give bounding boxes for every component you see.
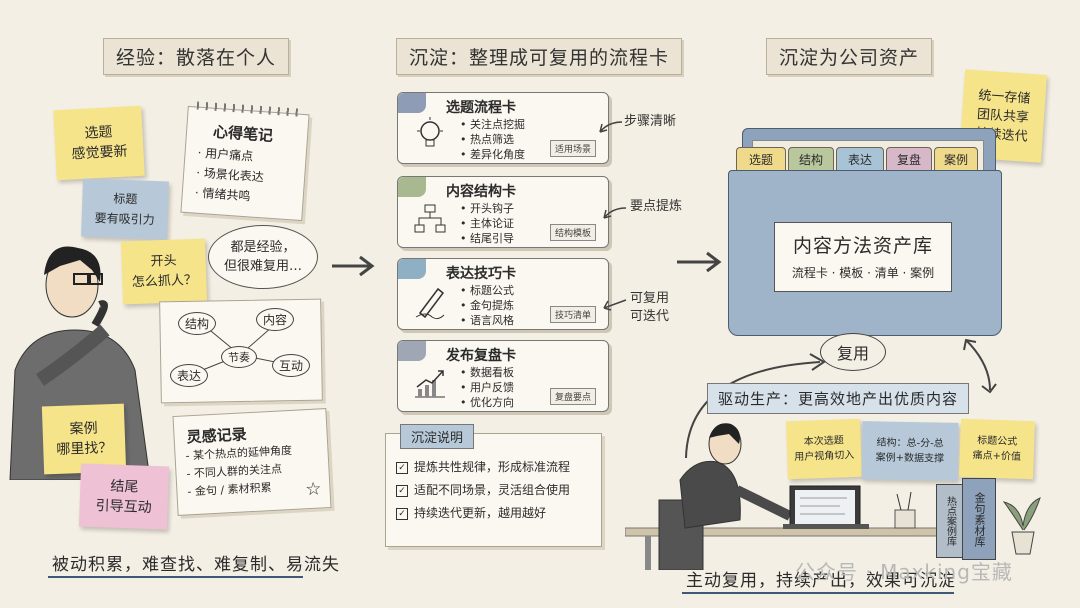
folder-label-subtitle: 流程卡 · 模板 · 清单 · 案例 [791,266,935,280]
book-hot-cases: 热点案例库 [936,484,964,558]
folder-label: 内容方法资产库 流程卡 · 模板 · 清单 · 案例 [774,222,952,292]
section-title-precipitation: 沉淀：整理成可复用的流程卡 [396,38,683,75]
book-title: 金句素材库 [973,491,986,547]
book-title: 热点案例库 [944,496,956,546]
card-title: 表达技巧卡 [446,266,516,282]
mindmap-node: 内容 [256,308,295,331]
card-title: 发布复盘卡 [446,348,516,364]
folder-tab-cases: 案例 [934,147,978,173]
thought-text: 都是经验， 但很难复用… [223,240,302,274]
sticky-ending: 结尾 引导互动 [78,463,170,530]
card-tag: 技巧清单 [549,306,596,323]
pointer-arrow-icon [599,121,623,133]
spiral-binding [196,101,301,117]
card-tab [398,177,426,197]
inspiration-notes: 灵感记录 - 某个热点的延伸角度 - 不同人群的关注点 - 金句 / 素材积累 … [172,408,332,516]
label-reusable: 可复用 可迭代 [630,291,670,324]
summary-title: 沉淀说明 [400,424,475,449]
pointer-arrow-icon [603,207,627,219]
reuse-badge: 复用 [820,333,886,371]
precipitation-summary: 沉淀说明 ✓提炼共性规律，形成标准流程 ✓适配不同场景，灵活组合使用 ✓持续迭代… [385,424,602,547]
experience-notes: 心得笔记 · 用户痛点 · 场景化表达 · 情绪共鸣 [180,101,310,222]
working-person-illustration [625,423,955,570]
left-footer: 被动积累，难查找、难复制、易流失 [52,555,340,575]
checkbox-checked-icon: ✓ [396,507,408,520]
reuse-label: 复用 [836,344,869,363]
pointer-arrow-icon [603,299,627,311]
left-footer-underline [48,576,303,578]
card-title: 内容结构卡 [446,184,516,200]
card-items: • 数据看板 • 用户反馈 • 优化方向 [460,366,514,409]
mindmap-node: 结构 [178,312,217,335]
watermark: 公众号 · Maxking宝藏 [795,560,1013,584]
card-title: 选题流程卡 [446,100,516,116]
folder-tab-structure: 结构 [788,147,834,173]
card-tab [398,341,426,361]
book-quote-library: 金句素材库 [962,478,996,560]
section-title-company-assets: 沉淀为公司资产 [766,38,933,75]
process-card-expression: 表达技巧卡 • 标题公式 • 金句提炼 • 语言风格 技巧清单 [397,258,609,330]
card-items: • 标题公式 • 金句提炼 • 语言风格 [460,284,514,327]
summary-list: ✓提炼共性规律，形成标准流程 ✓适配不同场景，灵活组合使用 ✓持续迭代更新，越用… [396,456,570,525]
mindmap-node: 互动 [272,354,311,377]
section-title-experience: 经验：散落在个人 [103,38,290,75]
flow-arrow-right-icon [332,255,375,277]
card-tab [398,93,426,113]
pen-icon [415,287,445,320]
folder-label-title: 内容方法资产库 [792,235,933,257]
folder-tab-review: 复盘 [886,147,932,173]
label-key-points: 要点提炼 [630,199,683,214]
card-items: • 开头钩子 • 主体论证 • 结尾引导 [460,202,514,245]
process-card-topic: 选题流程卡 • 关注点挖掘 • 热点筛选 • 差异化角度 适用场景 [397,92,609,164]
card-tag: 复盘要点 [549,388,596,405]
summary-item: ✓提炼共性规律，形成标准流程 [396,456,570,479]
checkbox-checked-icon: ✓ [396,461,408,474]
summary-item: ✓适配不同场景，灵活组合使用 [396,479,570,502]
potted-plant-icon [1002,497,1041,555]
hierarchy-icon [414,204,446,233]
process-card-structure: 内容结构卡 • 开头钩子 • 主体论证 • 结尾引导 结构模板 [397,176,609,248]
production-note-headline: 标题公式 痛点+价值 [959,418,1035,480]
mindmap-node: 表达 [170,364,209,387]
lightbulb-icon [417,117,443,147]
folder-tab-expression: 表达 [836,147,884,173]
production-title: 驱动生产：更高效地产出优质内容 [707,383,970,414]
summary-item: ✓持续迭代更新，越用越好 [396,502,570,525]
mindmap-center: 节奏 [221,346,257,368]
thought-bubble: 都是经验， 但很难复用… [208,225,318,289]
star-icon: ☆ [304,478,323,501]
bidirectional-arrow-icon [963,338,997,394]
right-footer-underline [682,592,954,594]
flow-arrow-right-icon [677,251,722,273]
card-tag: 适用场景 [549,140,596,157]
process-card-review: 发布复盘卡 • 数据看板 • 用户反馈 • 优化方向 复盘要点 [397,340,609,412]
card-tag: 结构模板 [549,224,596,241]
card-items: • 关注点挖掘 • 热点筛选 • 差异化角度 [460,118,525,161]
checkbox-checked-icon: ✓ [396,484,408,497]
sticky-topic: 选题 感觉要新 [53,105,145,181]
chart-up-icon [415,370,445,398]
card-tab [398,259,426,279]
right-footer: 主动复用，持续产出，效果可沉淀 [686,571,956,591]
folder-tab-topic: 选题 [736,147,786,173]
label-steps-clear: 步骤清晰 [624,114,677,129]
